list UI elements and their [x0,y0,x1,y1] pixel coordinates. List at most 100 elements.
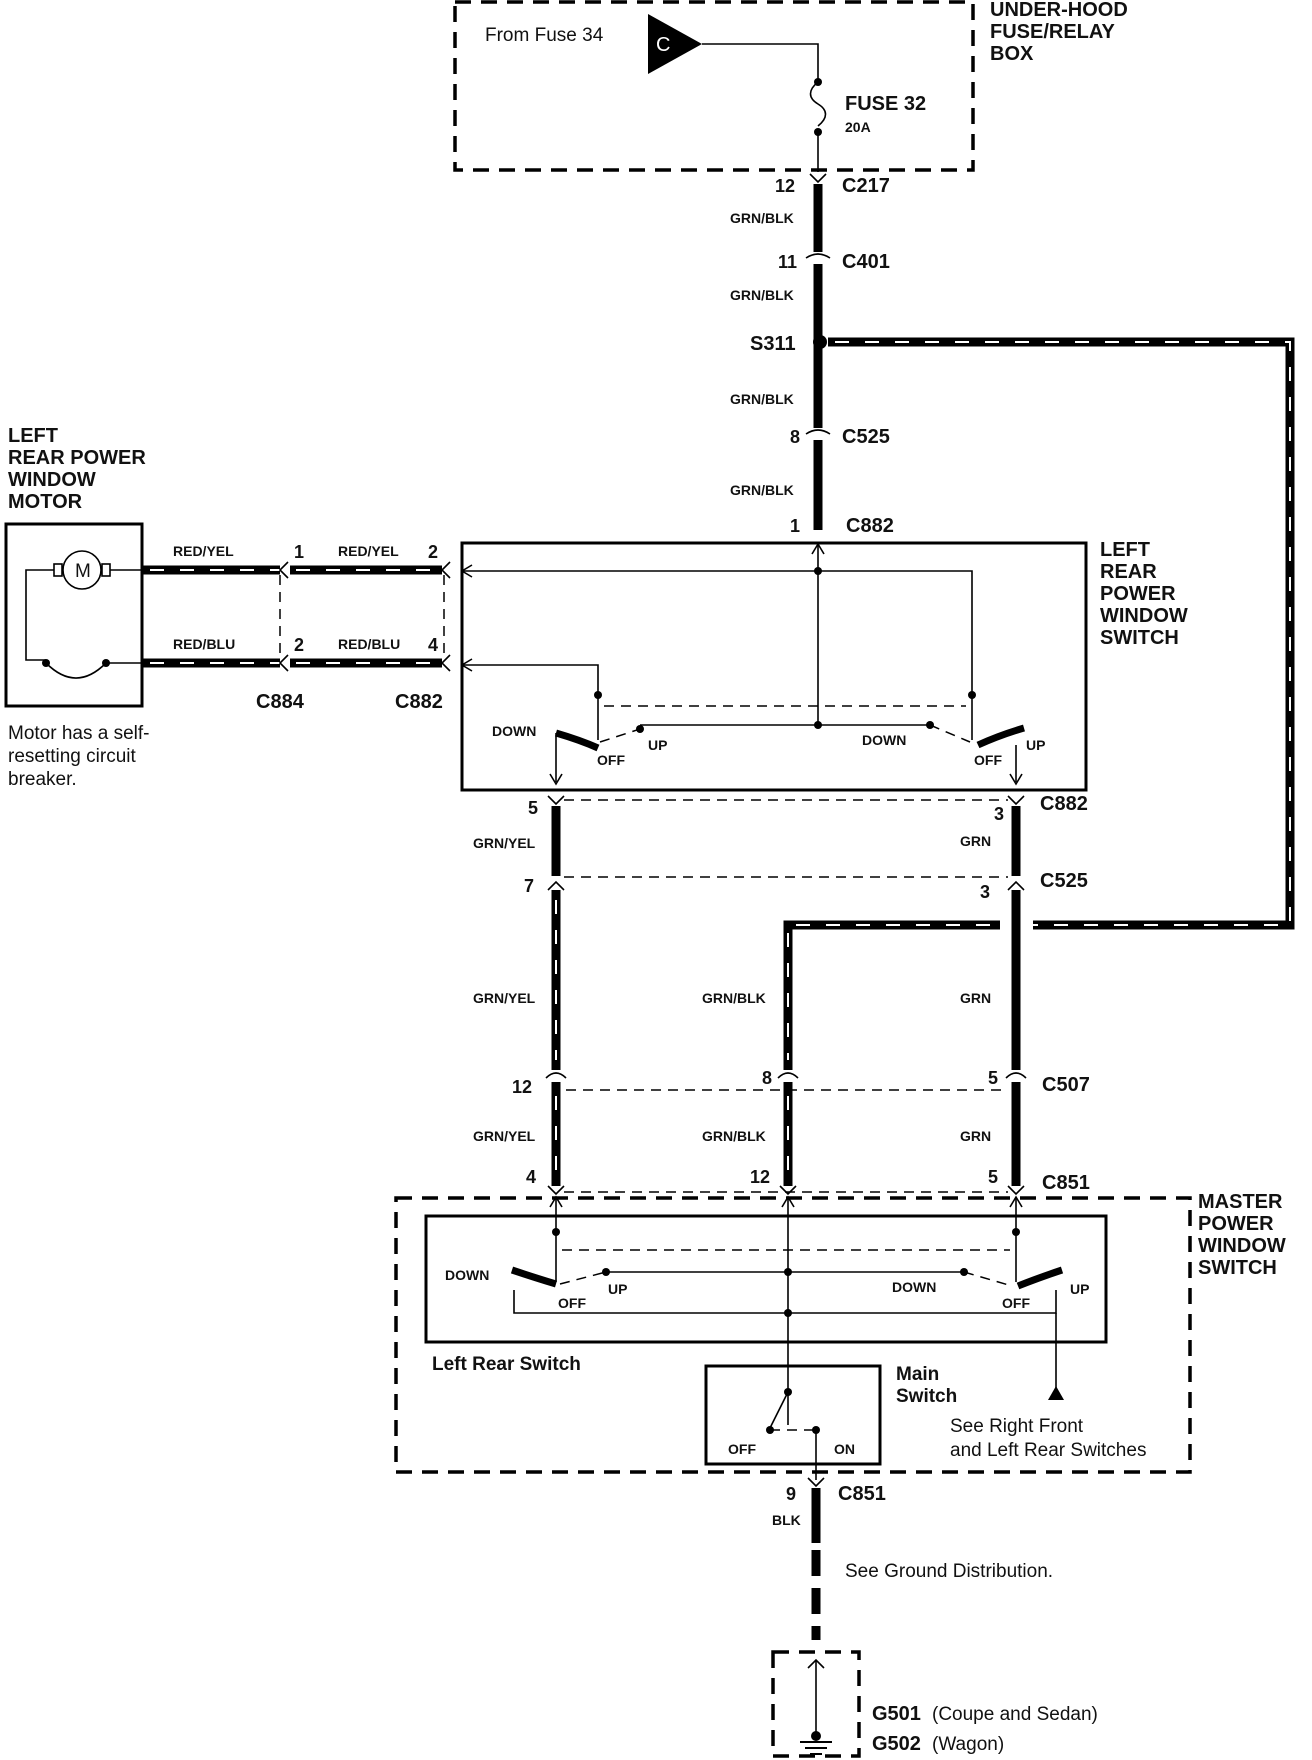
lr-sw-left-down: DOWN [492,723,536,739]
c851-pin9-chevron [807,1477,825,1488]
pin-c401-11: 11 [778,252,797,272]
c525-label-bottom: C525 [1040,870,1088,892]
lr-sw-right-blade [976,724,1025,749]
wire-grnblk-5-stripe [787,924,990,1060]
c851-label-bottom: C851 [838,1483,886,1505]
master-sw-right-blade [1016,1266,1064,1290]
wire-label-grnblk-3: GRN/BLK [730,391,794,407]
pin-c507-5: 5 [988,1068,998,1088]
motor-m-label: M [75,561,91,582]
pin-c851-12: 12 [750,1167,770,1187]
wire-label-blk: BLK [772,1512,801,1528]
feed-c217-chevron [809,173,827,184]
fuse-box-title-2: FUSE/RELAY [990,21,1116,43]
main-switch-label-2: Switch [896,1386,957,1407]
see-rf-line-1: See Right Front [950,1416,1084,1437]
circuit-breaker-arc [45,662,107,679]
motor-internal-wire [25,569,54,661]
master-title-4: SWITCH [1198,1257,1277,1279]
fuse-box-border [453,0,975,172]
c507-cap-3 [1005,1072,1027,1079]
wire-label-grn-1: GRN [960,833,991,849]
lr-sw-right-down: DOWN [862,732,906,748]
motor-note-3: breaker. [8,769,77,790]
wire-label-redblu-1: RED/BLU [173,636,235,652]
see-rf-line-2: and Left Rear Switches [950,1440,1146,1461]
master-sw-left-dashed [559,1271,607,1285]
lr-sw-left-out-arrow [549,773,563,786]
from-fuse-label: From Fuse 34 [485,25,604,46]
s311-branch-stripe [835,341,1291,926]
wire-label-grnblk-1: GRN/BLK [730,210,794,226]
see-ground-distribution: See Ground Distribution. [845,1561,1053,1582]
c882-chevron-top [440,561,451,579]
c884-label: C884 [256,691,305,713]
lr-switch-box [460,541,1088,792]
lr-sw-left-blade [555,729,600,752]
wire-label-grnblk-4: GRN/BLK [730,482,794,498]
pin-c882-3: 3 [994,804,1004,824]
pin-c851-4: 4 [526,1167,536,1187]
pin-c525-3: 3 [980,882,990,902]
c851-chevron-1 [547,1185,565,1196]
connector-c-letter: C [656,34,670,56]
c525-cap-top [805,429,831,435]
pin-c525-7: 7 [524,876,534,896]
pin-c884-1: 1 [294,542,304,562]
motor-title-1: LEFT [8,425,58,447]
c882-label-bottom: C882 [1040,793,1088,815]
c525-pin3-chevron [1007,880,1025,891]
wire-label-redblu-2: RED/BLU [338,636,400,652]
lr-lower-arrow [460,658,473,672]
ground-node [811,1731,821,1741]
master-title-2: POWER [1198,1213,1274,1235]
lr-sw-right-up: UP [1026,737,1045,753]
left-rear-switch-label: Left Rear Switch [432,1354,581,1375]
wire-label-grnyel-2: GRN/YEL [473,990,536,1006]
lr-lower-link [462,664,599,692]
master-sw-right-dashed [963,1271,1013,1287]
fuse-32-symbol [809,81,827,127]
main-switch-off: OFF [728,1441,756,1457]
lr-sw-left-off: OFF [597,752,625,768]
pin-c217-12: 12 [775,176,795,196]
c882-pin3-chevron [1007,795,1025,806]
c507-cap-2 [777,1072,799,1079]
main-switch-label-1: Main [896,1364,939,1385]
pin-c882-5: 5 [528,798,538,818]
lr-switch-title-5: SWITCH [1100,627,1179,649]
motor-title-3: WINDOW [8,469,96,491]
motor-symbol [62,550,102,590]
s311-branch-wire [828,337,1295,930]
g501-note: (Coupe and Sedan) [932,1704,1098,1725]
wire-label-grn-2: GRN [960,990,991,1006]
motor-title-2: REAR POWER [8,447,146,469]
fuse-box-title-3: BOX [990,43,1034,65]
wire-label-redyel-1: RED/YEL [173,543,234,559]
c882-pin5-chevron [547,795,565,806]
c851-chevron-2 [779,1185,797,1196]
motor-box [4,522,144,708]
c507-cap-1 [545,1072,567,1079]
master-sw-left-up: UP [608,1281,627,1297]
master-sw-left-blade [510,1266,558,1288]
pin-c882-1: 1 [790,516,800,536]
pin-c882-2: 2 [428,542,438,562]
c884-chevron-bottom [278,654,289,672]
main-switch-on: ON [834,1441,855,1457]
pin-c884-2: 2 [294,635,304,655]
g502-note: (Wagon) [932,1734,1004,1755]
master-sw-left-up-contact [602,1268,610,1276]
pin-c882-4: 4 [428,635,438,655]
wire-label-grnyel-3: GRN/YEL [473,1128,536,1144]
ground-dash-box [771,1650,861,1758]
pin-c851-9: 9 [786,1484,796,1504]
master-sw-right-down: DOWN [892,1279,936,1295]
c217-label: C217 [842,175,890,197]
lr-sw-right-out-arrow [1009,773,1023,786]
lr-upper-arrow [460,564,473,578]
wire-label-grnyel-1: GRN/YEL [473,835,536,851]
master-sw-right-off: OFF [1002,1295,1030,1311]
motor-note-2: resetting circuit [8,746,136,767]
